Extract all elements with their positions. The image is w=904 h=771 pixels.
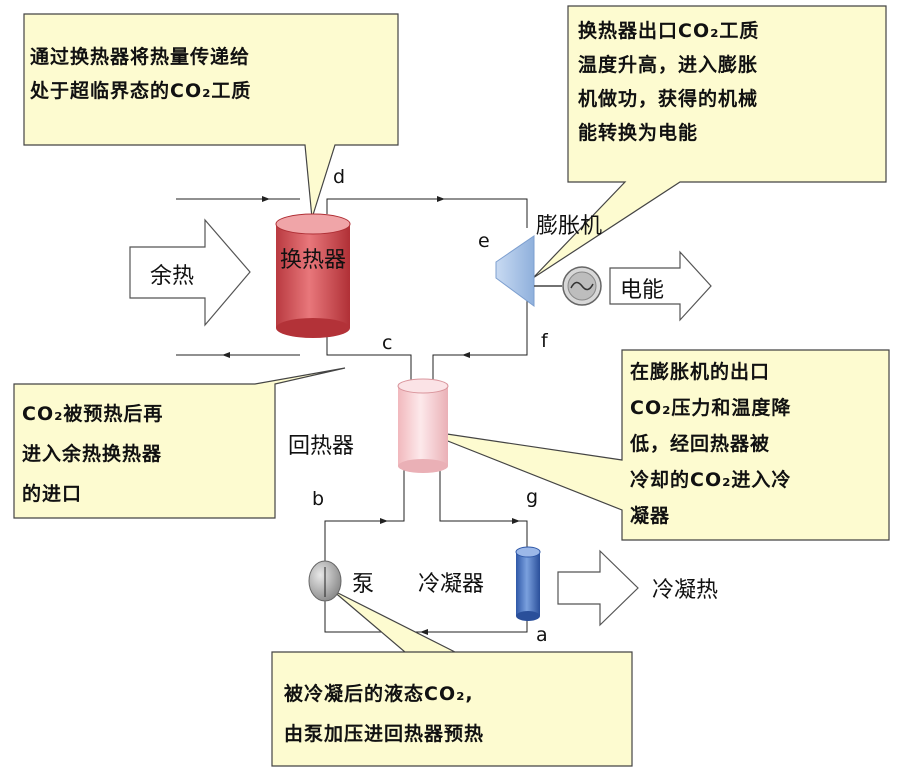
callout-expander-in-line3: 机做功，获得的机械 (578, 88, 759, 110)
point-c: c (382, 332, 393, 354)
pipe-c (326, 337, 412, 380)
callout-preheat-line2: 进入余热换热器 (22, 443, 163, 465)
arrow-g (512, 518, 520, 524)
callout-heat-transfer: 通过换热器将热量传递给 处于超临界态的CO₂工质 (30, 40, 251, 108)
arrow-heat-out (222, 352, 230, 358)
arrow-d-e (437, 196, 445, 202)
callout-preheat-line3: 的进口 (22, 483, 83, 505)
expander-shape (495, 235, 535, 307)
callout-expander-in-line2: 温度升高，进入膨胀 (578, 54, 759, 76)
point-g: g (526, 486, 539, 508)
waste-heat-arrow (129, 218, 251, 327)
callout-pump-box (271, 589, 633, 767)
arrow-f-rec (462, 352, 470, 358)
condenser-label: 冷凝器 (418, 572, 485, 597)
expander-label: 膨胀机 (536, 214, 603, 239)
callout-expander-out-line2: CO₂压力和温度降 (630, 397, 792, 419)
point-f: f (541, 330, 548, 352)
arrow-heat-in (262, 196, 270, 202)
callout-expander-in-box (532, 5, 887, 279)
arrow-b (380, 518, 388, 524)
recuperator-label: 回热器 (288, 434, 355, 459)
pipe-d-e (326, 198, 528, 228)
flow-arrows (222, 196, 520, 635)
callout-expander-out-box (419, 349, 890, 541)
callout-heat-transfer-line1: 通过换热器将热量传递给 (30, 46, 251, 68)
point-d: d (333, 166, 346, 188)
callout-heat-transfer-box (23, 13, 399, 219)
callout-pump-line2: 由泵加压进回热器预热 (284, 723, 485, 745)
pipe-f-rec (432, 300, 528, 380)
pump-label: 泵 (352, 572, 375, 597)
pipe-g (439, 468, 528, 549)
callout-expander-out-line1: 在膨胀机的出口 (630, 361, 771, 383)
callout-expander-in-line4: 能转换为电能 (578, 122, 699, 144)
recuperator-cylinder (397, 378, 449, 473)
callout-preheat: CO₂被预热后再 进入余热换热器 的进口 (22, 394, 163, 514)
waste-heat-label: 余热 (150, 264, 195, 289)
callout-preheat-line1: CO₂被预热后再 (22, 403, 164, 425)
callout-pump: 被冷凝后的液态CO₂, 由泵加压进回热器预热 (284, 674, 484, 754)
point-e: e (478, 230, 490, 252)
pipe-b (324, 468, 405, 565)
condensation-heat-label: 冷凝热 (652, 578, 719, 603)
callout-expander-in-line1: 换热器出口CO₂工质 (578, 20, 760, 42)
point-b: b (312, 488, 325, 510)
pump-icon (308, 560, 342, 602)
callout-expander-out-line4: 冷却的CO₂进入冷 (630, 469, 792, 491)
callout-shapes (13, 5, 890, 767)
callout-pump-line1: 被冷凝后的液态CO₂, (284, 683, 474, 705)
callout-expander-out-line3: 低，经回热器被 (630, 433, 771, 455)
generator-icon (562, 266, 602, 306)
condenser-cylinder (515, 546, 541, 621)
callout-heat-transfer-line2: 处于超临界态的CO₂工质 (30, 80, 252, 102)
heat-exchanger-cylinder (275, 213, 351, 338)
callout-expander-out-line5: 凝器 (630, 505, 671, 527)
heat-exchanger-label: 换热器 (279, 248, 346, 273)
callout-preheat-box (13, 367, 346, 519)
arrow-a (420, 629, 428, 635)
condensation-heat-arrow (557, 549, 639, 627)
electricity-label: 电能 (620, 278, 665, 303)
electricity-arrow (609, 250, 712, 322)
callout-expander-out: 在膨胀机的出口 CO₂压力和温度降 低，经回热器被 冷却的CO₂进入冷 凝器 (630, 354, 791, 534)
callout-expander-in: 换热器出口CO₂工质 温度升高，进入膨胀 机做功，获得的机械 能转换为电能 (578, 14, 759, 150)
point-a: a (536, 624, 548, 646)
